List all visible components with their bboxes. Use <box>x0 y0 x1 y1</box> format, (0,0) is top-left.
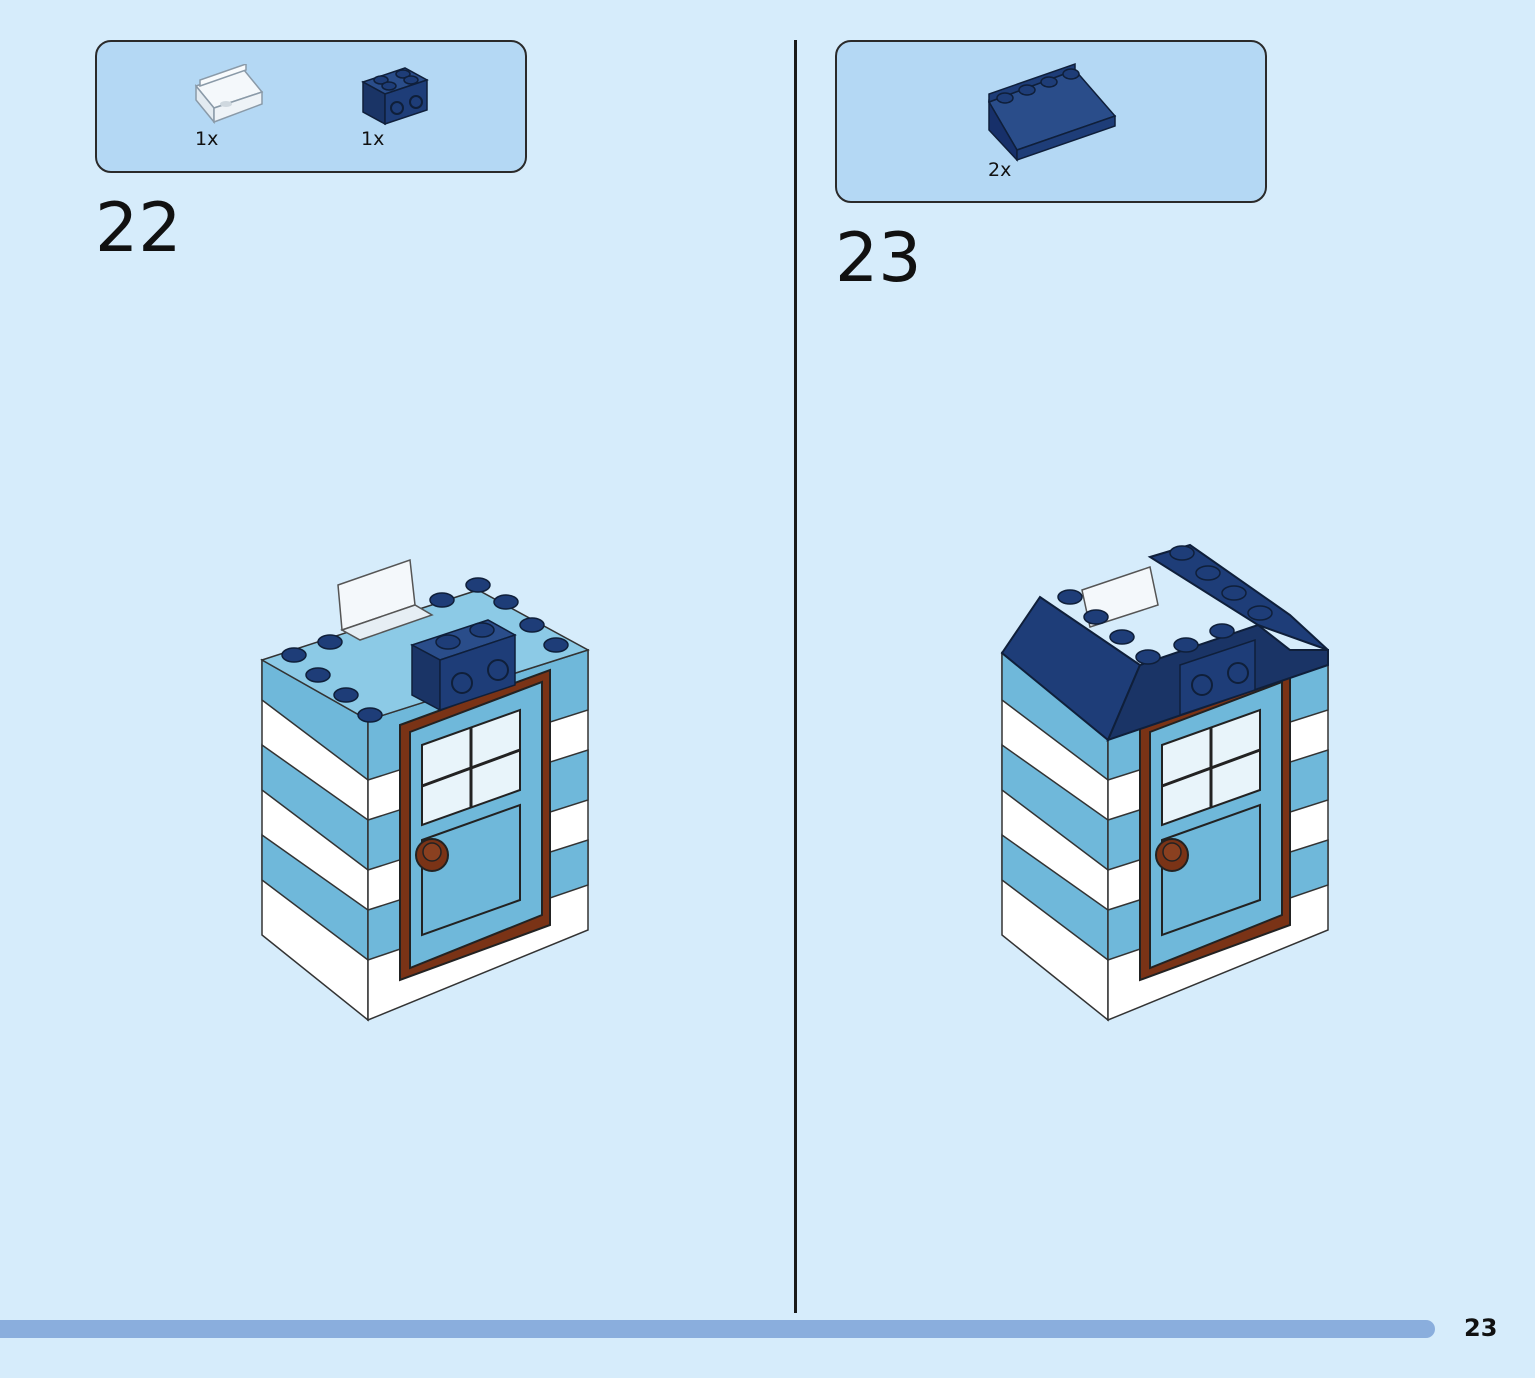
progress-bar <box>0 1320 1435 1338</box>
dark-blue-slope-icon <box>987 62 1117 162</box>
step-22-parts-box: 1x 1x <box>95 40 527 173</box>
dark-blue-brick-icon <box>361 67 429 126</box>
part-qty: 1x <box>361 128 385 150</box>
page-number: 23 <box>1464 1314 1498 1342</box>
step-number: 23 <box>835 219 922 298</box>
part-qty: 1x <box>195 128 219 150</box>
page-divider <box>794 40 797 1313</box>
model-step-23 <box>1000 543 1329 1022</box>
part-qty: 2x <box>988 159 1012 181</box>
step-number: 22 <box>95 189 182 268</box>
model-step-22 <box>260 558 590 1022</box>
transparent-panel-icon <box>194 64 264 125</box>
step-23-parts-box: 2x <box>835 40 1267 203</box>
